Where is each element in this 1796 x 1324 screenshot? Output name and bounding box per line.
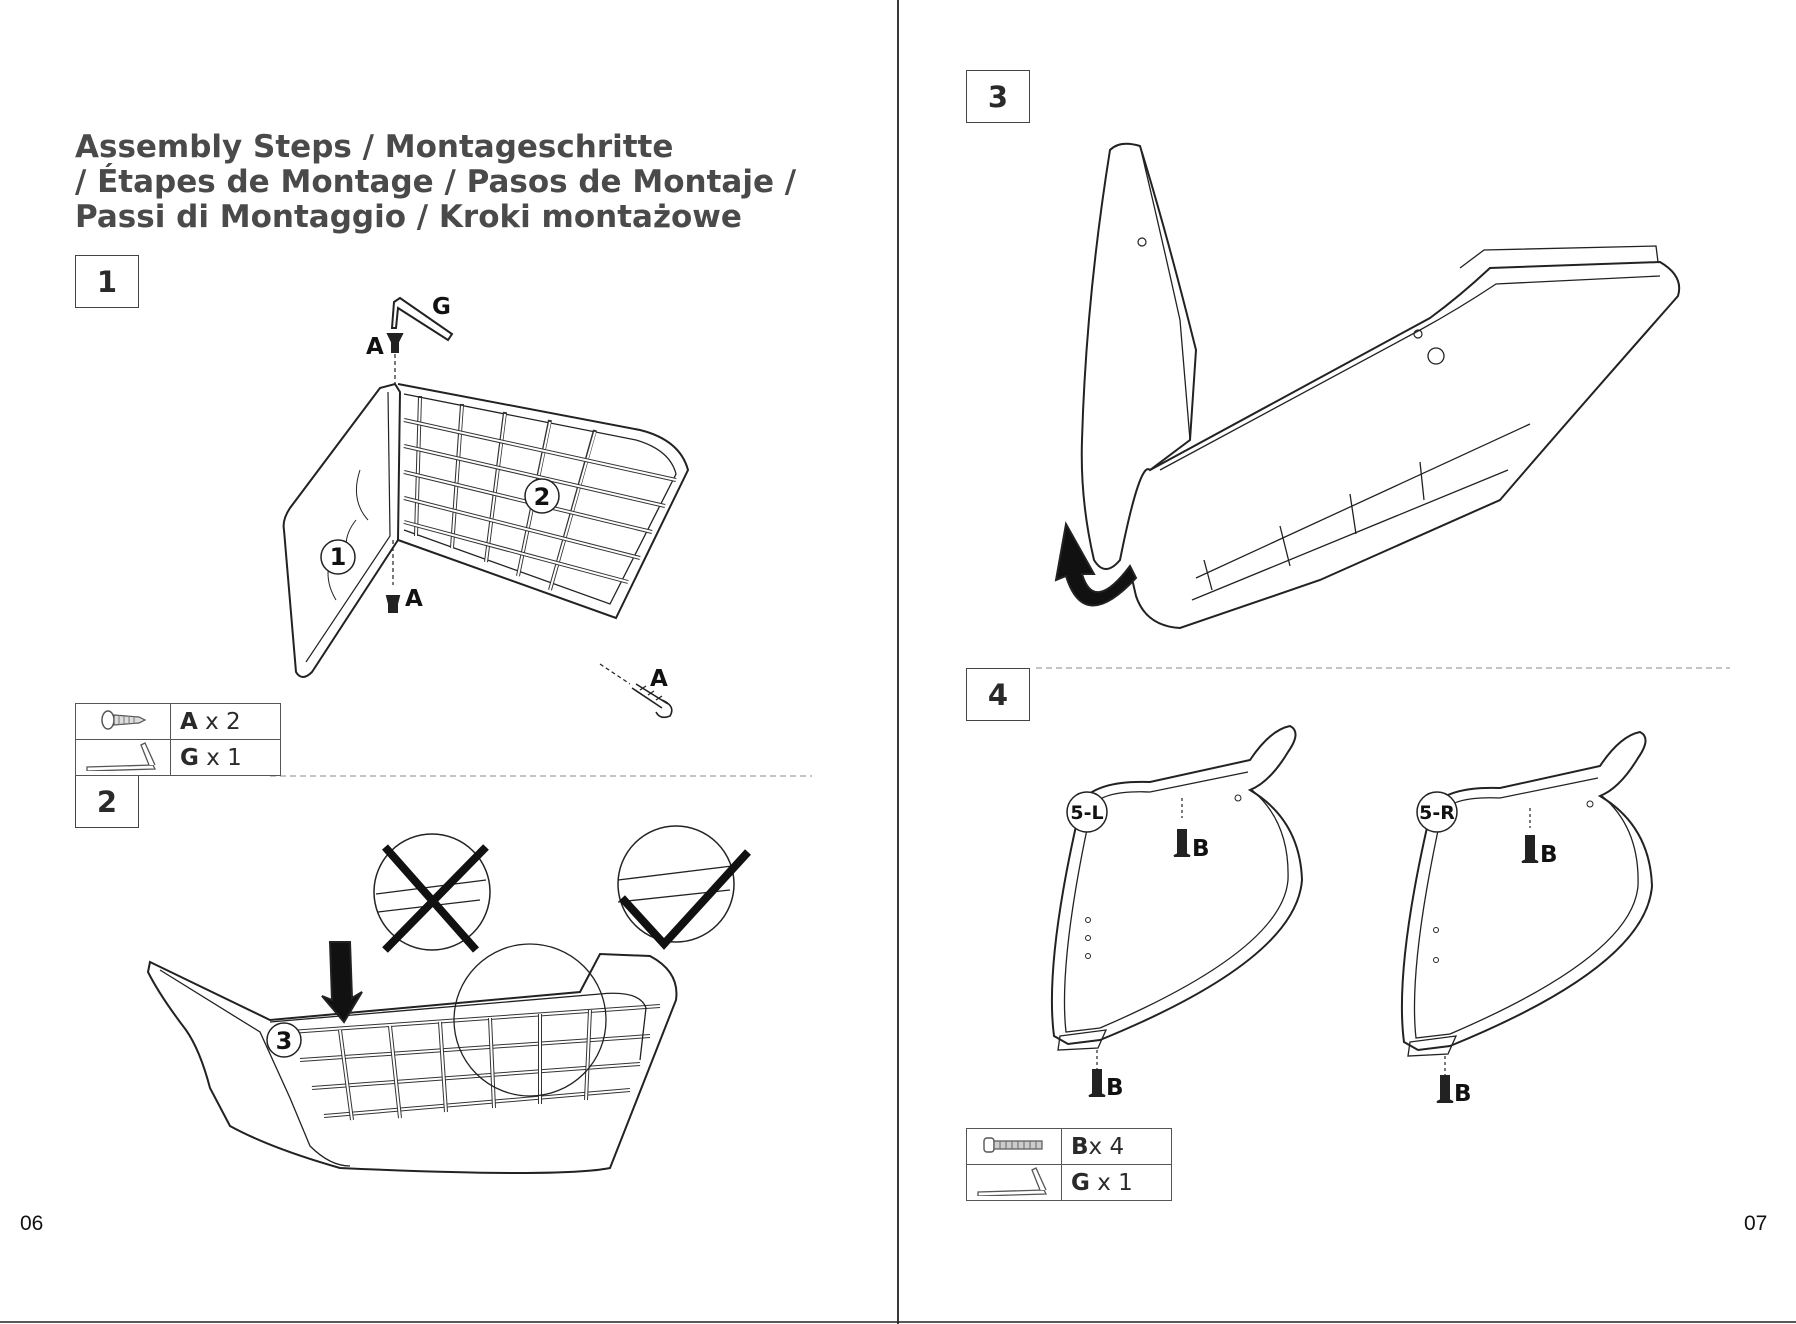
callout-part1: 1 (330, 543, 347, 571)
allen-key-icon (76, 740, 171, 776)
callout-left-leg: 5-L (1070, 802, 1103, 824)
label-screw-a-top: A (366, 334, 384, 360)
leg-5r (1402, 732, 1652, 1050)
label-bolt-b-3: B (1540, 842, 1558, 868)
backrest-panel (284, 384, 400, 677)
bolt-b-3 (1522, 836, 1538, 862)
bolt-b-1 (1174, 830, 1190, 856)
callout-part3: 3 (276, 1027, 293, 1055)
part-code: B (1071, 1134, 1089, 1160)
page-number-right: 07 (1744, 1212, 1767, 1236)
label-bolt-b-4: B (1454, 1081, 1472, 1107)
down-arrow (322, 942, 362, 1022)
label-key-g: G (432, 294, 451, 320)
title-line-2: / Étapes de Montage / Pasos de Montaje / (75, 165, 835, 200)
page-number-left: 06 (20, 1212, 43, 1236)
label-bolt-b-2: B (1106, 1075, 1124, 1101)
parts-row: A x 2 (76, 704, 281, 740)
step4-drawing (1052, 726, 1652, 1102)
step-number-2: 2 (75, 775, 139, 828)
callout-right-leg: 5-R (1419, 802, 1455, 824)
label-screw-a-bottom: A (405, 586, 423, 612)
screw-a-bottom (387, 596, 399, 612)
part-qty: x 1 (1097, 1170, 1133, 1196)
bolt-icon (967, 1129, 1062, 1165)
bolt-b-4 (1437, 1076, 1453, 1102)
step1-drawing (284, 298, 688, 717)
step1-parts-table: A x 2 G x 1 (75, 703, 281, 776)
part-code: G (1071, 1170, 1090, 1196)
step4-parts-table: Bx 4 G x 1 (966, 1128, 1172, 1201)
callout-part2: 2 (534, 483, 551, 511)
part-qty: x 1 (206, 745, 242, 771)
part-code: A (180, 709, 198, 735)
label-screw-a-loose: A (650, 666, 668, 692)
folded-chair (1082, 144, 1196, 569)
leg-5l (1052, 726, 1302, 1044)
screw-icon (76, 704, 171, 740)
assembled-seat (148, 954, 676, 1173)
title-line-1: Assembly Steps / Montageschritte (75, 130, 835, 165)
page-title: Assembly Steps / Montageschritte / Étape… (75, 130, 835, 235)
title-line-3: Passi di Montaggio / Kroki montażowe (75, 200, 835, 235)
step-number-1: 1 (75, 255, 139, 308)
part-qty: x 2 (205, 709, 241, 735)
step3-drawing (1056, 144, 1679, 628)
parts-row: Bx 4 (967, 1129, 1172, 1165)
screw-a-top (388, 334, 402, 352)
parts-row: G x 1 (76, 740, 281, 776)
part-qty: x 4 (1089, 1134, 1125, 1160)
step-number-3: 3 (966, 70, 1030, 123)
step-number-4: 4 (966, 668, 1030, 721)
step2-drawing (148, 826, 748, 1173)
bolt-b-2 (1089, 1070, 1105, 1096)
part-code: G (180, 745, 199, 771)
label-bolt-b-1: B (1192, 836, 1210, 862)
allen-key-icon (967, 1165, 1062, 1201)
parts-row: G x 1 (967, 1165, 1172, 1201)
